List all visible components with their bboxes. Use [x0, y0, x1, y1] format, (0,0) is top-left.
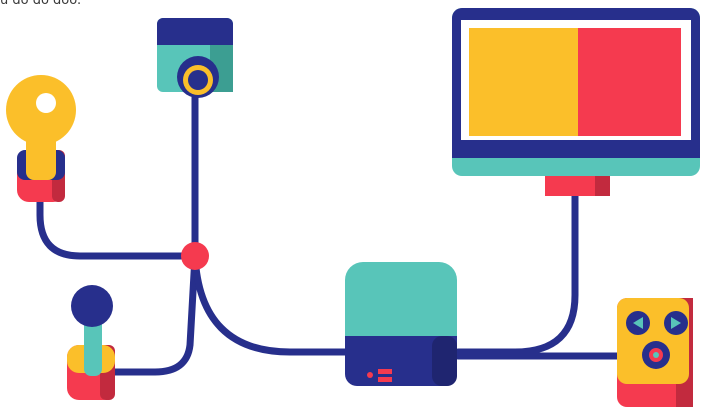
controller-icon: [617, 298, 693, 407]
monitor-icon: [452, 8, 700, 196]
cable-hub-joystick: [110, 256, 195, 372]
cable-monitor-console: [458, 195, 575, 352]
cable-key-hub: [40, 195, 195, 256]
camera-icon: [157, 18, 233, 98]
hub-node-icon: [181, 242, 209, 270]
cable-hub-console: [195, 256, 345, 352]
console-box-icon: [345, 262, 457, 386]
key-icon: [6, 75, 76, 202]
joystick-icon: [67, 285, 115, 400]
